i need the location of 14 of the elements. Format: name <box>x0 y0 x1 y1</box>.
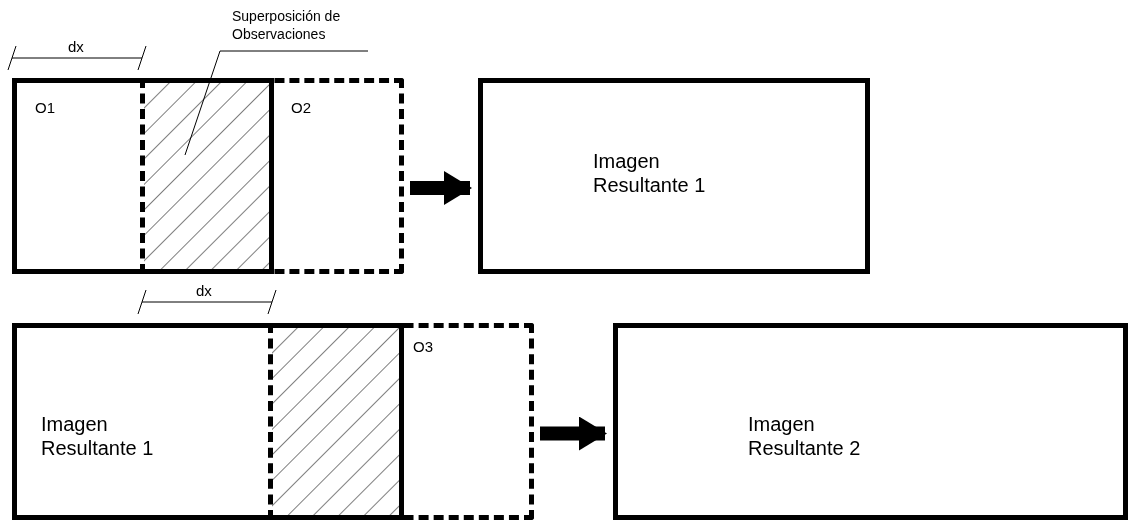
image-title: Imagen Resultante 2 <box>748 412 862 460</box>
frame-label: O2 <box>291 99 312 117</box>
dimension-label: dx <box>196 282 212 300</box>
image-title: Imagen Resultante 1 <box>41 412 155 460</box>
image-frame <box>613 323 1128 520</box>
image-frame <box>478 78 870 274</box>
callout-text: Superposición de Observaciones <box>232 8 368 50</box>
image-title: Imagen Resultante 1 <box>593 149 707 197</box>
block-arrow <box>410 171 472 205</box>
dimension-label: dx <box>68 38 84 56</box>
block-arrow <box>540 416 607 451</box>
frame-label: O1 <box>35 99 56 117</box>
frame-label: O3 <box>413 338 434 356</box>
hatched-overlap-region <box>144 82 270 270</box>
